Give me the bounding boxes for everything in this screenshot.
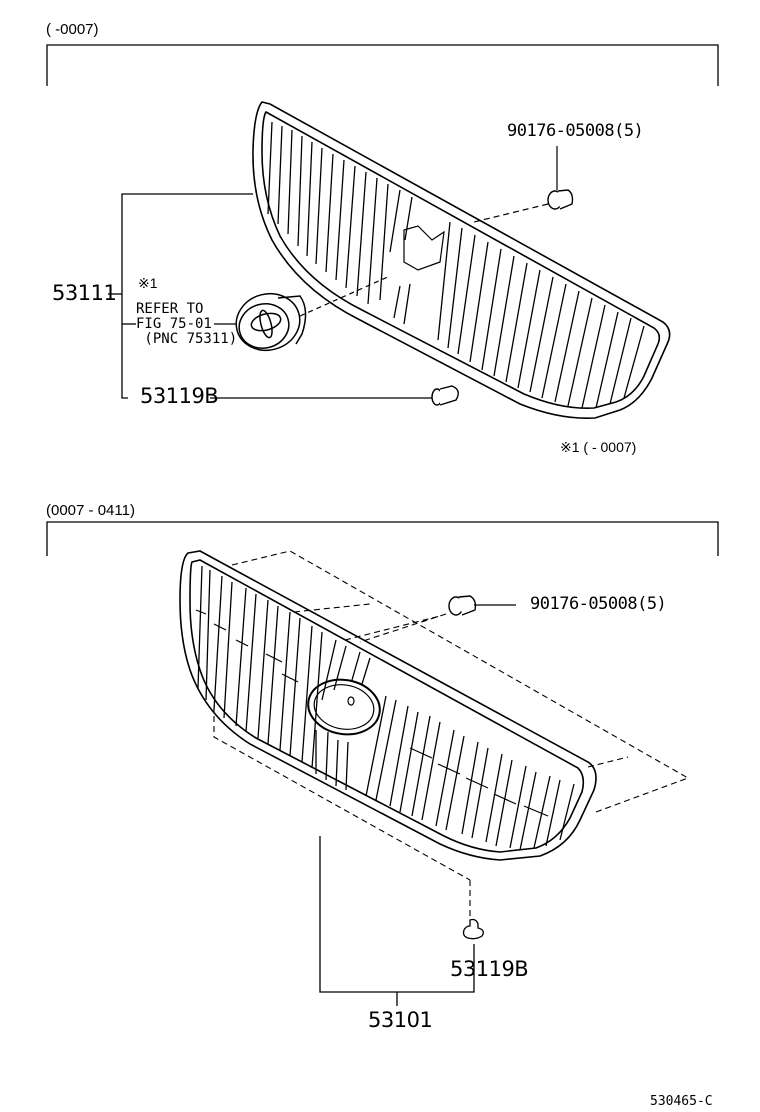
section2-frame (46, 521, 719, 556)
assembly-53101-label: 53101 (368, 1008, 433, 1032)
clip-53119b-icon (431, 385, 459, 406)
emblem-icon (235, 292, 307, 352)
section1-frame (46, 44, 719, 86)
note-ref-mark: ※1 (138, 275, 158, 291)
section2-title: (0007 - 0411) (46, 502, 135, 519)
clip-90176-label: 90176-05008(5) (507, 121, 644, 141)
grille-53101 (179, 550, 597, 861)
grille-53111-label: 53111 (52, 281, 117, 305)
clip-90176-icon (547, 189, 574, 210)
grille-53111 (252, 101, 671, 420)
clip-53119b-label: 53119B (140, 384, 219, 408)
footnote-1: ※1 ( - 0007) (560, 439, 637, 455)
emblem-reference-note: REFER TO FIG 75-01 (PNC 75311) (136, 301, 238, 347)
clip-90176-icon-2 (448, 595, 477, 616)
clip-53119b-icon-2 (462, 918, 484, 940)
clip-53119b-label-2: 53119B (450, 957, 529, 981)
illustration-code: 530465-C (650, 1094, 713, 1109)
clip-90176-label-2: 90176-05008(5) (530, 594, 667, 614)
section1-title: ( -0007) (46, 21, 99, 38)
